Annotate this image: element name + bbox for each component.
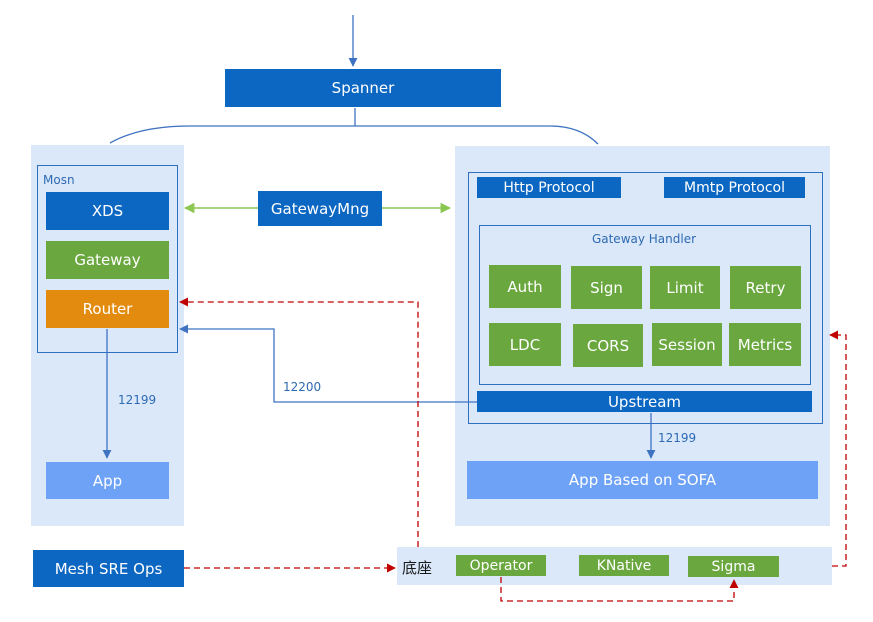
gateway-box: Gateway [46, 241, 169, 279]
base-to-router-dashed-arrow [179, 297, 419, 547]
handler-ldc: LDC [489, 323, 561, 366]
left-port-label: 12199 [118, 393, 157, 407]
xds-box: XDS [46, 192, 169, 230]
handler-metrics: Metrics [729, 323, 801, 366]
router-box: Router [46, 290, 169, 328]
upstream-box: Upstream [477, 391, 812, 412]
handler-session: Session [652, 323, 722, 366]
gateway-handler-title: Gateway Handler [591, 232, 697, 246]
handler-cors: CORS [573, 324, 643, 367]
operator-box: Operator [456, 555, 546, 576]
mosn-title: Mosn [43, 173, 75, 187]
mmtp-protocol-box: Mmtp Protocol [664, 177, 805, 198]
sigma-box: Sigma [688, 556, 779, 577]
gatewaymng-box: GatewayMng [258, 191, 382, 226]
spanner-box: Spanner [225, 69, 501, 107]
right-port-label: 12199 [658, 431, 697, 445]
base-to-gateway-dashed-arrow [829, 330, 847, 567]
upstream-to-router-arrow [179, 324, 477, 403]
handler-retry: Retry [730, 266, 801, 309]
app-box: App [46, 462, 169, 499]
base-label: 底座 [402, 559, 433, 577]
operator-to-sigma-dashed-arrow [500, 577, 739, 602]
http-protocol-box: Http Protocol [477, 177, 621, 198]
gateway-handler-container [479, 225, 811, 385]
middle-port-label: 12200 [283, 380, 322, 394]
handler-limit: Limit [650, 266, 720, 309]
handler-sign: Sign [571, 266, 642, 309]
handler-auth: Auth [489, 265, 561, 308]
knative-box: KNative [579, 555, 669, 576]
sofa-app-box: App Based on SOFA [467, 461, 818, 499]
spanner-brace [109, 108, 599, 145]
mesh-sre-ops-box: Mesh SRE Ops [33, 550, 184, 587]
protocol-container [468, 172, 823, 424]
